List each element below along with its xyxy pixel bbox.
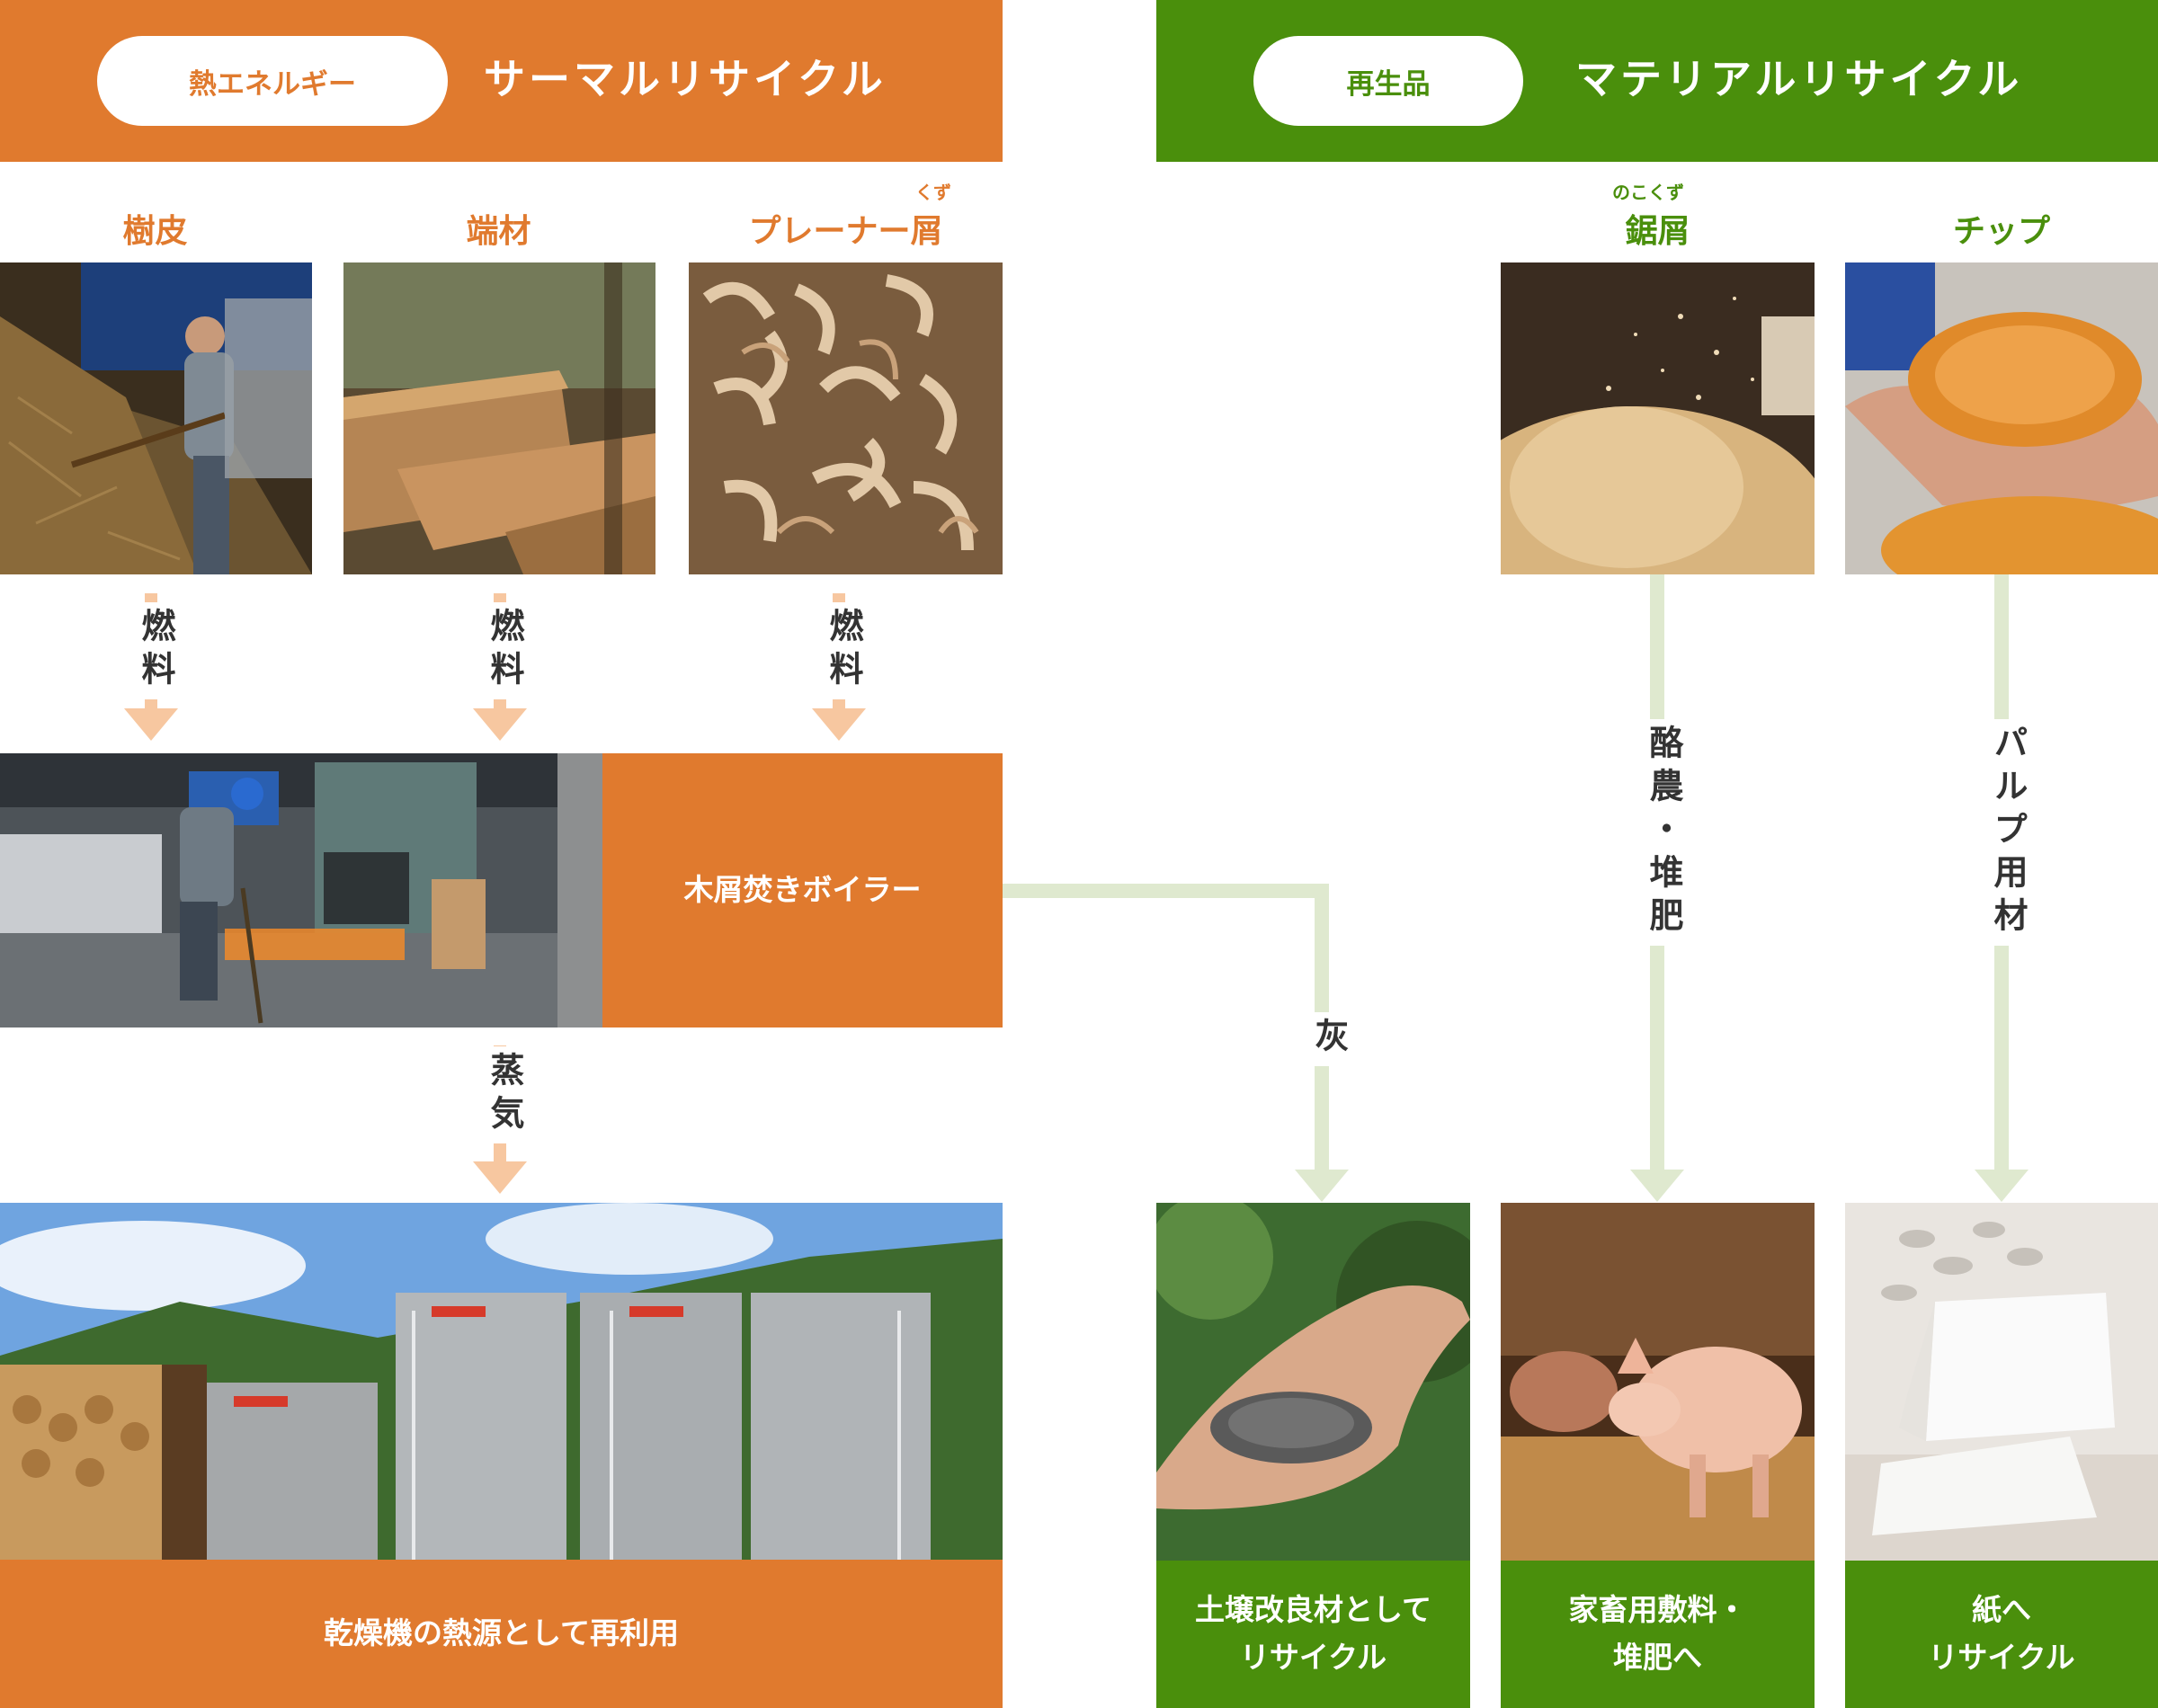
ash-photo	[1156, 1203, 1470, 1561]
ash-arrowhead	[1295, 1170, 1349, 1202]
source-label-chip: チップ	[1952, 213, 2050, 250]
sawdust-arrowhead	[1630, 1170, 1684, 1202]
chip-use-label: パルプ用材	[1984, 719, 2033, 946]
fuel-arrowhead-2	[473, 708, 527, 741]
bark-photo	[0, 262, 312, 574]
source-label-sawdust: 鋸屑	[1625, 213, 1690, 250]
source-label-planer: プレーナー屑	[748, 213, 943, 250]
ash-label: 灰	[1305, 1012, 1354, 1066]
bedding-result-line1: 家畜用敷料・	[1568, 1592, 1747, 1628]
boiler-box: 木屑焚きボイラー	[602, 753, 1003, 1027]
chip-arrowhead	[1975, 1170, 2029, 1202]
soil-result-box: 土壌改良材として リサイクル	[1156, 1561, 1470, 1708]
soil-result-line2: リサイクル	[1239, 1640, 1387, 1675]
offcut-photo	[343, 262, 655, 574]
fuel-label-3: 燃料	[819, 602, 869, 699]
planer-photo	[689, 262, 1003, 574]
boiler-room-photo	[0, 753, 602, 1027]
sawdust-use-label: 酪農・堆肥	[1639, 719, 1689, 946]
sawdust-photo	[1501, 262, 1815, 574]
paper-result-line2: リサイクル	[1928, 1640, 2075, 1675]
soil-result-line1: 土壌改良材として	[1194, 1592, 1431, 1628]
material-title: マテリアルリサイクル	[1575, 55, 2023, 103]
chips-photo	[1845, 262, 2158, 574]
steam-label: 蒸気	[480, 1046, 530, 1143]
source-label-bark: 樹皮	[122, 213, 188, 250]
thermal-title: サーマルリサイクル	[484, 55, 887, 103]
fuel-label-1: 燃料	[131, 602, 181, 699]
material-header: 再生品 マテリアルリサイクル	[1156, 0, 2158, 162]
fuel-arrowhead-3	[812, 708, 866, 741]
thermal-pill: 熱エネルギー	[97, 36, 448, 126]
fuel-arrowhead-1	[124, 708, 178, 741]
bedding-result-line2: 堆肥へ	[1613, 1640, 1702, 1675]
paper-result-line1: 紙へ	[1971, 1592, 2031, 1628]
pig-photo	[1501, 1203, 1815, 1561]
dryer-result-box: 乾燥機の熱源として再利用	[0, 1560, 1003, 1708]
source-label-offcut: 端材	[466, 213, 531, 250]
dryer-photo	[0, 1203, 1003, 1560]
paper-result-box: 紙へ リサイクル	[1845, 1561, 2158, 1708]
steam-arrowhead	[473, 1161, 527, 1194]
fuel-label-2: 燃料	[480, 602, 530, 699]
ruby-nokokuzu: のこくず	[1612, 182, 1684, 203]
bedding-result-box: 家畜用敷料・ 堆肥へ	[1501, 1561, 1815, 1708]
thermal-header: 熱エネルギー サーマルリサイクル	[0, 0, 1003, 162]
ruby-kuzu: くず	[915, 182, 951, 203]
ash-line-horizontal	[1003, 884, 1329, 898]
material-pill: 再生品	[1253, 36, 1523, 126]
paper-photo	[1845, 1203, 2158, 1561]
